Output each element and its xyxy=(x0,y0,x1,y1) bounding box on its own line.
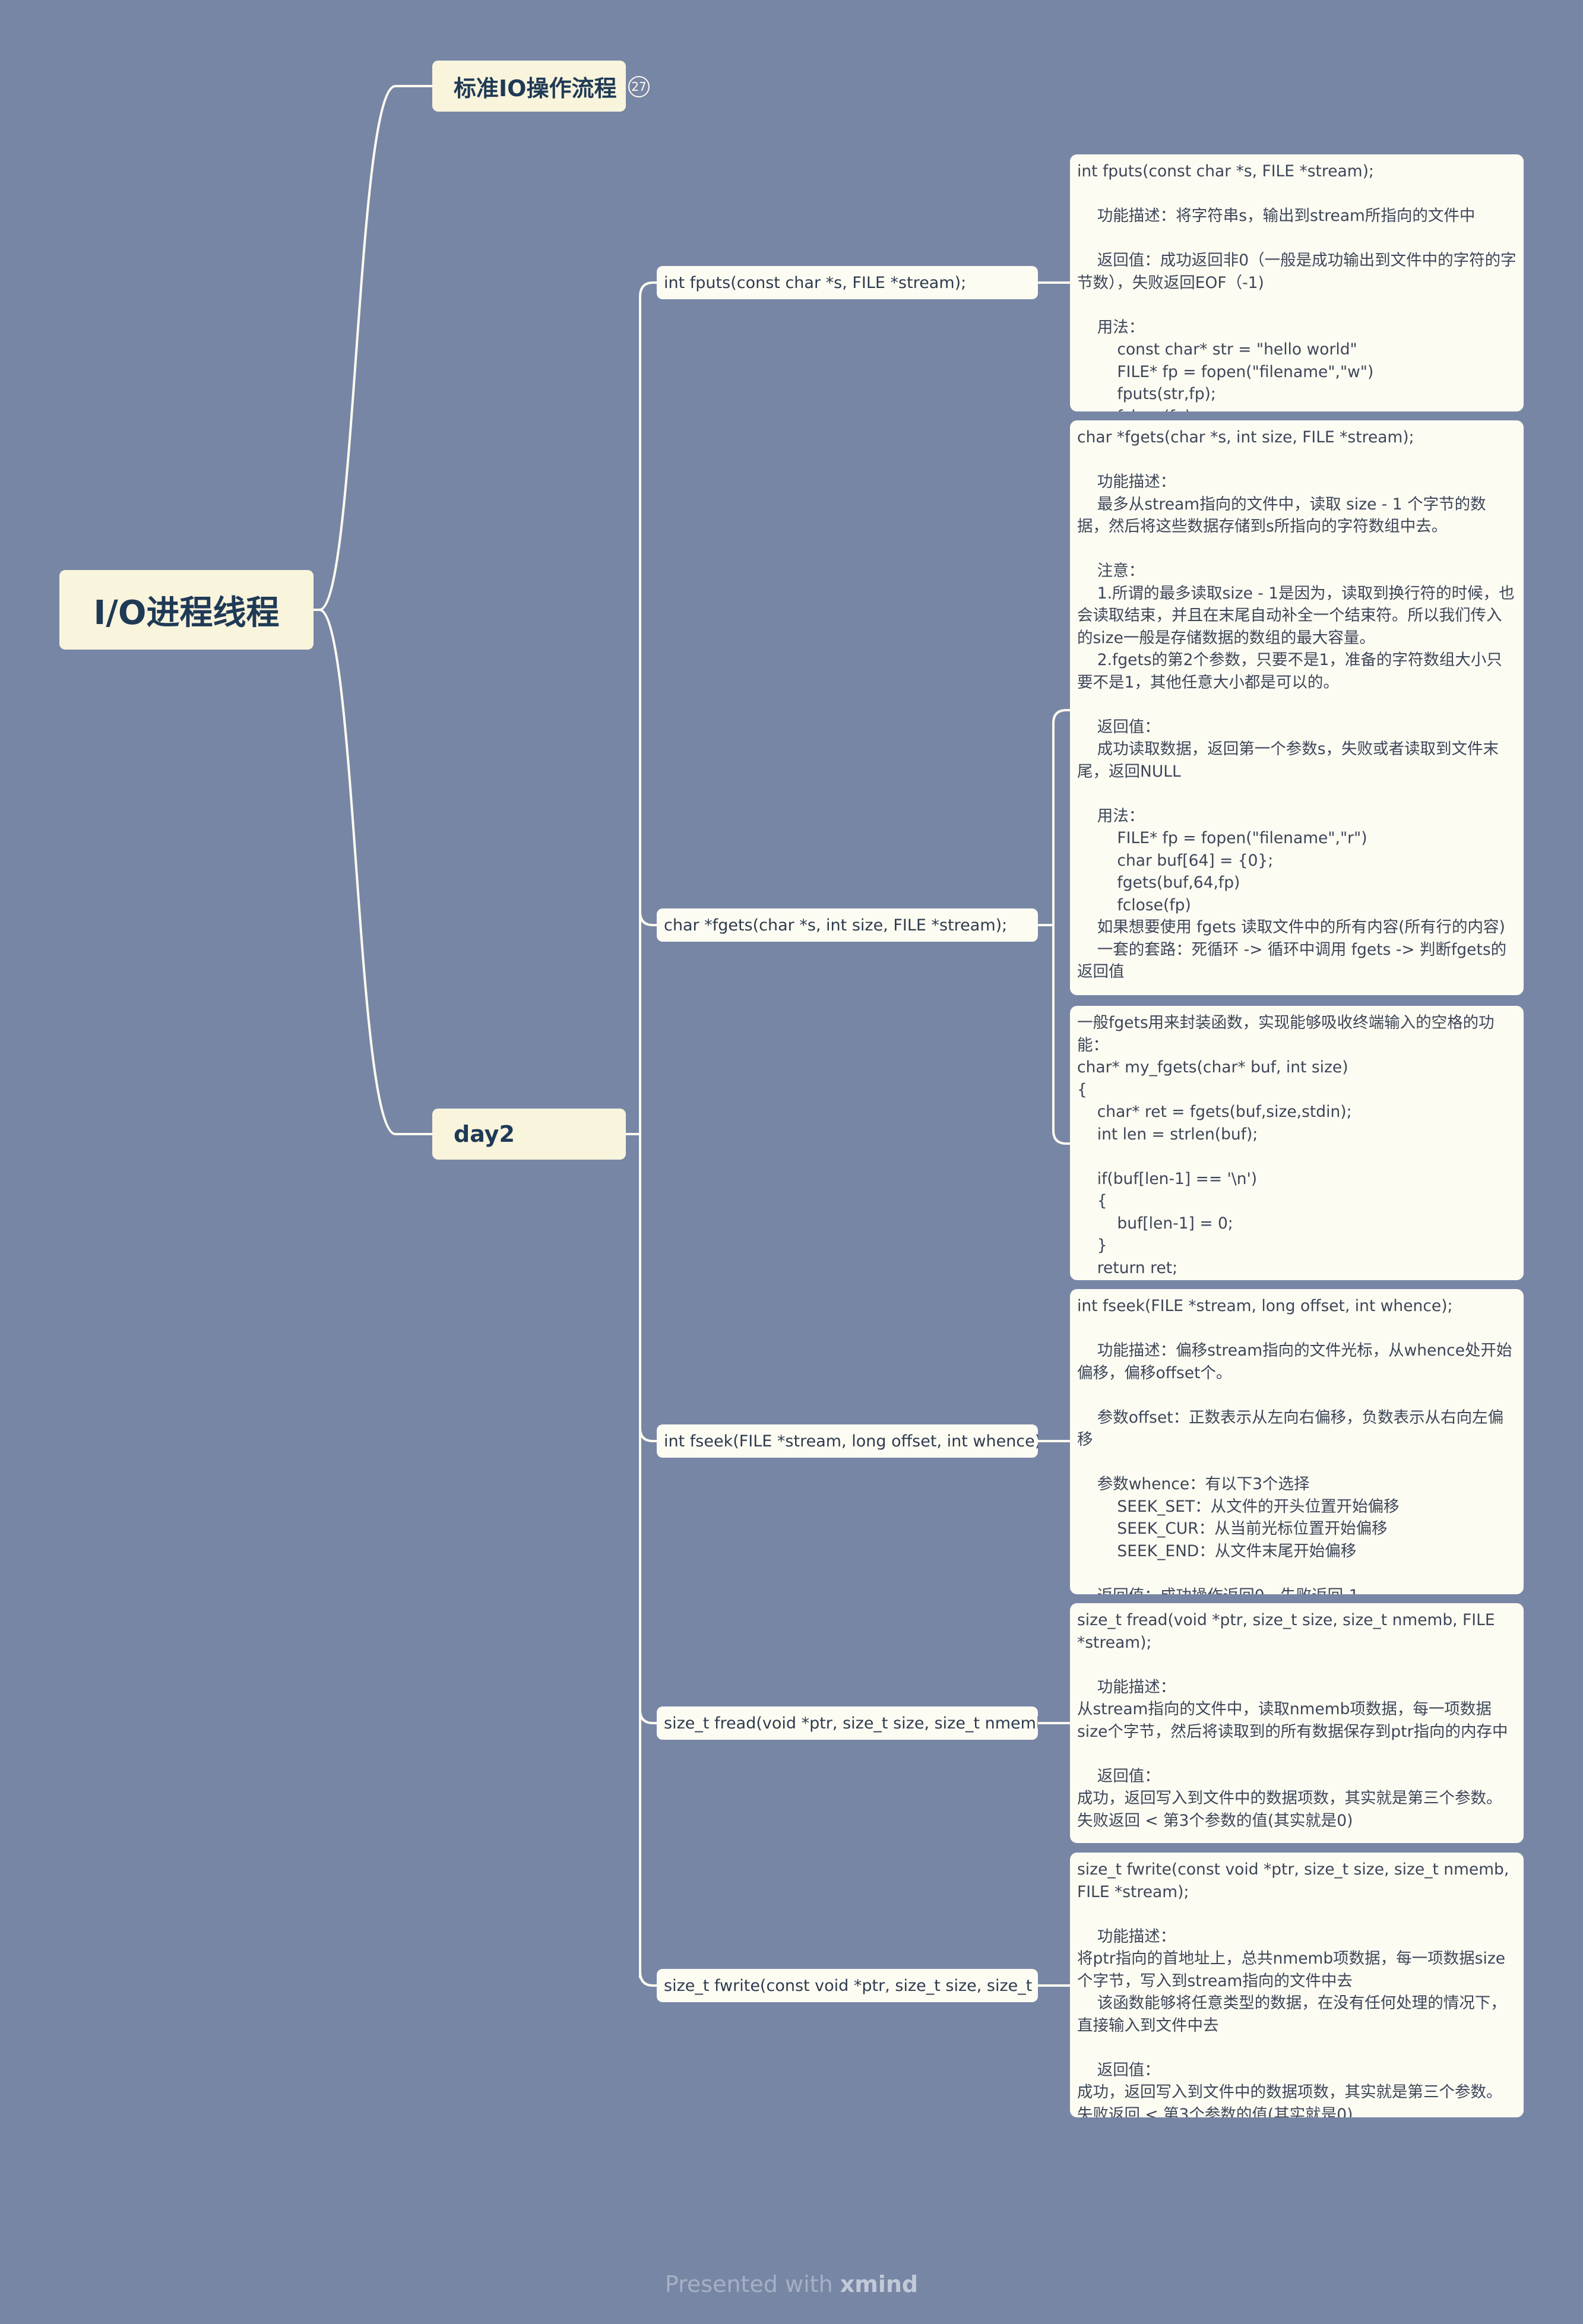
presented-with-footer: Presented with xmind xyxy=(0,2271,1583,2297)
subtopic-label: int fseek(FILE *stream, long offset, int… xyxy=(664,1432,1038,1451)
note-fgets[interactable]: char *fgets(char *s, int size, FILE *str… xyxy=(1070,420,1524,995)
note-fwrite[interactable]: size_t fwrite(const void *ptr, size_t si… xyxy=(1070,1853,1524,2117)
subtopic-label: size_t fwrite(const void *ptr, size_t si… xyxy=(664,1976,1038,1995)
subtopic-fputs[interactable]: int fputs(const char *s, FILE *stream); xyxy=(657,266,1038,299)
subtopic-fwrite[interactable]: size_t fwrite(const void *ptr, size_t si… xyxy=(657,1969,1038,2002)
note-fread[interactable]: size_t fread(void *ptr, size_t size, siz… xyxy=(1070,1603,1524,1843)
subtopic-label: int fputs(const char *s, FILE *stream); xyxy=(664,273,967,292)
subtopic-label: char *fgets(char *s, int size, FILE *str… xyxy=(664,916,1008,935)
subtopic-fread[interactable]: size_t fread(void *ptr, size_t size, siz… xyxy=(657,1706,1038,1740)
footer-prefix: Presented with xyxy=(664,2271,840,2297)
subtopic-fseek[interactable]: int fseek(FILE *stream, long offset, int… xyxy=(657,1424,1038,1458)
topic-label: 标准IO操作流程 xyxy=(454,75,617,102)
topic-label: day2 xyxy=(454,1121,515,1147)
note-my-fgets[interactable]: 一般fgets用来封装函数，实现能够吸收终端输入的空格的功能： char* my… xyxy=(1070,1006,1524,1280)
badge-count: 27 xyxy=(631,80,647,94)
note-fseek[interactable]: int fseek(FILE *stream, long offset, int… xyxy=(1070,1289,1524,1594)
subtopic-label: size_t fread(void *ptr, size_t size, siz… xyxy=(664,1714,1038,1733)
root-topic-label: I/O进程线程 xyxy=(93,593,280,632)
collapsed-count-badge[interactable]: 27 xyxy=(628,76,650,97)
note-fputs[interactable]: int fputs(const char *s, FILE *stream); … xyxy=(1070,154,1524,411)
xmind-brand: xmind xyxy=(840,2271,919,2297)
topic-day2[interactable]: day2 xyxy=(432,1109,626,1160)
root-topic[interactable]: I/O进程线程 xyxy=(59,570,314,650)
subtopic-fgets[interactable]: char *fgets(char *s, int size, FILE *str… xyxy=(657,908,1038,942)
topic-io-flow[interactable]: 标准IO操作流程 xyxy=(432,61,626,112)
